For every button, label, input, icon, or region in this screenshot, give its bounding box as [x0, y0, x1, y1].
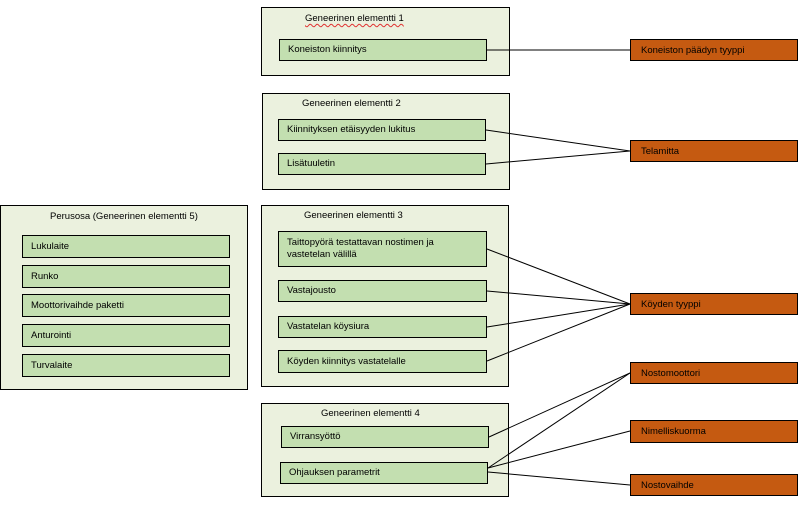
- connector-line: [486, 303, 631, 362]
- item-koneiston-kiinnitys[interactable]: Koneiston kiinnitys: [279, 39, 487, 61]
- param-telamitta[interactable]: Telamitta: [630, 140, 798, 162]
- connector-line: [485, 150, 631, 165]
- connector-line: [487, 471, 631, 486]
- param-nostovaihde[interactable]: Nostovaihde: [630, 474, 798, 496]
- connector-line: [488, 372, 631, 438]
- group-title: Geneerinen elementti 2: [302, 98, 401, 109]
- connector-line: [485, 129, 631, 152]
- group-title: Geneerinen elementti 1: [305, 13, 404, 24]
- item-moottorivaihde-paketti[interactable]: Moottorivaihde paketti: [22, 294, 230, 317]
- item-anturointi[interactable]: Anturointi: [22, 324, 230, 347]
- group-title: Geneerinen elementti 3: [304, 210, 403, 221]
- connector-line: [486, 290, 631, 305]
- param-nimelliskuorma[interactable]: Nimelliskuorma: [630, 420, 798, 443]
- item-vastajousto[interactable]: Vastajousto: [278, 280, 487, 302]
- connector-line: [487, 372, 631, 469]
- param-koneiston-paadyn-tyyppi[interactable]: Koneiston päädyn tyyppi: [630, 39, 798, 61]
- group-title: Perusosa (Geneerinen elementti 5): [50, 211, 198, 222]
- group-title: Geneerinen elementti 4: [321, 408, 420, 419]
- item-vastatelan-koysiura[interactable]: Vastatelan köysiura: [278, 316, 487, 338]
- item-lukulaite[interactable]: Lukulaite: [22, 235, 230, 258]
- param-koyden-tyyppi[interactable]: Köyden tyyppi: [630, 293, 798, 315]
- item-turvalaite[interactable]: Turvalaite: [22, 354, 230, 377]
- item-lisatuuletin[interactable]: Lisätuuletin: [278, 153, 486, 175]
- connector-line: [486, 248, 631, 305]
- item-ohjauksen-parametrit[interactable]: Ohjauksen parametrit: [280, 462, 488, 484]
- item-koyden-kiinnitys-vastatelalle[interactable]: Köyden kiinnitys vastatelalle: [278, 350, 487, 373]
- item-virransyotto[interactable]: Virransyöttö: [281, 426, 489, 448]
- connector-line: [486, 303, 631, 328]
- param-nostomoottori[interactable]: Nostomoottori: [630, 362, 798, 384]
- item-taittopyora[interactable]: Taittopyörä testattavan nostimen ja vast…: [278, 231, 487, 267]
- item-kiinnityksen-etaisyyden-lukitus[interactable]: Kiinnityksen etäisyyden lukitus: [278, 119, 486, 141]
- connector-line: [487, 430, 631, 469]
- item-runko[interactable]: Runko: [22, 265, 230, 288]
